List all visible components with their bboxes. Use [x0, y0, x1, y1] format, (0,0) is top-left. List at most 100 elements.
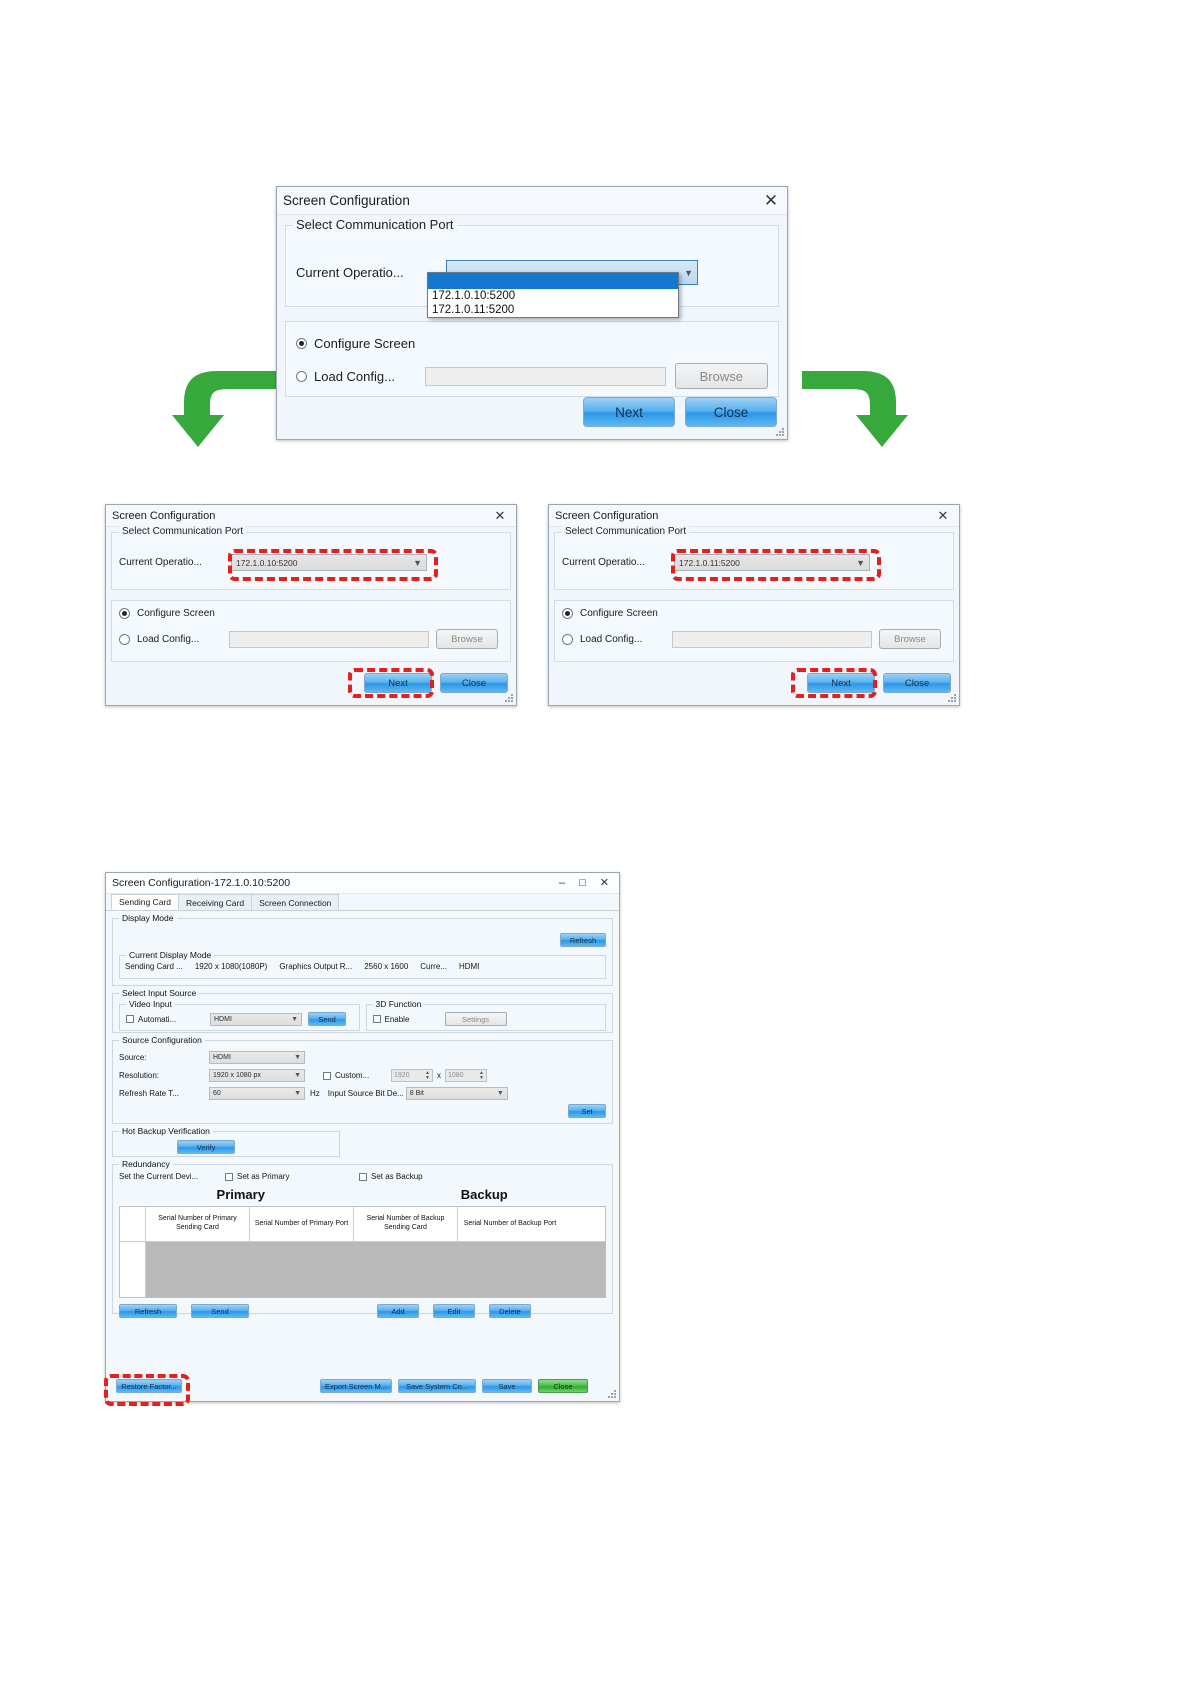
table-header-primary-sending-card: Serial Number of Primary Sending Card [146, 1207, 250, 1241]
source-value: HDMI [213, 1054, 231, 1061]
load-config-radio[interactable] [562, 633, 573, 645]
close-button[interactable]: Close [685, 397, 777, 427]
close-button[interactable]: Close [440, 673, 508, 693]
chevron-down-icon: ▼ [294, 1072, 301, 1079]
close-icon[interactable]: ✕ [599, 876, 609, 889]
load-config-path-input[interactable] [229, 630, 429, 648]
window-title: Screen Configuration-172.1.0.10:5200 [112, 877, 291, 889]
stepper-arrows-icon[interactable]: ▲▼ [479, 1069, 484, 1081]
next-button[interactable]: Next [583, 397, 675, 427]
close-button[interactable]: Close [883, 673, 951, 693]
configure-screen-label: Configure Screen [314, 336, 416, 351]
custom-height-stepper[interactable]: 1080 ▲▼ [445, 1069, 487, 1082]
set-as-backup-checkbox[interactable] [359, 1172, 367, 1181]
chevron-down-icon: ▼ [684, 267, 693, 278]
tab-sending-card[interactable]: Sending Card [111, 894, 179, 910]
close-icon[interactable]: ✕ [494, 508, 506, 523]
3d-enable-label: Enable [384, 1014, 410, 1024]
resolution-value: 1920 x 1080 px [213, 1072, 261, 1079]
export-screen-button[interactable]: Export Screen M... [320, 1379, 392, 1393]
custom-resolution-label: Custom... [335, 1071, 370, 1080]
chevron-down-icon: ▼ [413, 557, 422, 568]
save-button[interactable]: Save [482, 1379, 532, 1393]
screen-configuration-dialog-left[interactable]: Screen Configuration ✕ Select Communicat… [105, 504, 517, 706]
3d-function-group: 3D Function Enable Settings [365, 999, 606, 1031]
resize-grip[interactable] [608, 1390, 617, 1399]
current-operation-combo[interactable]: 172.1.0.10:5200 ▼ [231, 554, 427, 571]
bit-depth-combo[interactable]: 8 Bit ▼ [405, 1087, 508, 1100]
table-header-primary-port: Serial Number of Primary Port [250, 1207, 354, 1241]
set-source-config-button[interactable]: Set [568, 1104, 606, 1118]
load-config-path-input[interactable] [425, 366, 666, 386]
configure-options-group: Configure Screen Load Config... Browse [554, 600, 954, 662]
refresh-rate-combo[interactable]: 60 ▼ [209, 1087, 305, 1100]
resize-grip[interactable] [948, 694, 957, 703]
current-display-mode-legend: Current Display Mode [126, 950, 215, 960]
stepper-arrows-icon[interactable]: ▲▼ [425, 1069, 430, 1081]
video-input-combo[interactable]: HDMI ▼ [210, 1012, 302, 1026]
chevron-down-icon: ▼ [291, 1015, 298, 1023]
dialog-titlebar: Screen Configuration ✕ [277, 187, 787, 215]
chevron-down-icon: ▼ [294, 1054, 301, 1061]
close-icon[interactable]: ✕ [937, 508, 949, 523]
close-icon[interactable]: ✕ [763, 191, 779, 210]
chevron-down-icon: ▼ [496, 1090, 504, 1097]
sending-card-res-value: 1920 x 1080(1080P) [194, 962, 268, 971]
communication-port-dropdown[interactable]: 172.1.0.10:5200 172.1.0.11:5200 [427, 272, 679, 318]
select-communication-port-group: Select Communication Port Current Operat… [554, 526, 954, 590]
load-config-radio[interactable] [119, 633, 130, 645]
backup-heading: Backup [460, 1187, 508, 1202]
close-button[interactable]: Close [538, 1379, 588, 1393]
browse-button[interactable]: Browse [879, 629, 941, 649]
set-as-primary-checkbox[interactable] [225, 1172, 233, 1181]
tab-bar[interactable]: Sending Card Receiving Card Screen Conne… [106, 894, 619, 911]
select-input-source-group: Select Input Source Video Input Automati… [112, 988, 613, 1033]
dropdown-option-0[interactable] [428, 273, 678, 289]
tab-screen-connection[interactable]: Screen Connection [251, 894, 340, 910]
load-config-path-input[interactable] [672, 630, 872, 648]
configure-screen-radio[interactable] [296, 338, 307, 349]
resize-grip[interactable] [505, 694, 514, 703]
3d-function-legend: 3D Function [372, 999, 425, 1009]
bit-depth-value: 8 Bit [409, 1090, 424, 1097]
refresh-display-mode-button[interactable]: Refresh [560, 933, 606, 947]
browse-button[interactable]: Browse [436, 629, 498, 649]
delete-redundancy-button[interactable]: Delete [489, 1304, 531, 1318]
hot-backup-verification-group: Hot Backup Verification Verify [112, 1126, 340, 1157]
next-button[interactable]: Next [807, 673, 875, 693]
restore-factory-button[interactable]: Restore Factor... [116, 1379, 182, 1393]
verify-button[interactable]: Verify [177, 1140, 235, 1154]
3d-settings-button[interactable]: Settings [444, 1012, 507, 1026]
redundancy-table[interactable]: Serial Number of Primary Sending Card Se… [119, 1206, 606, 1298]
screen-configuration-dialog-right[interactable]: Screen Configuration ✕ Select Communicat… [548, 504, 960, 706]
add-redundancy-button[interactable]: Add [377, 1304, 419, 1318]
dropdown-option-1[interactable]: 172.1.0.10:5200 [432, 290, 516, 302]
configure-screen-radio[interactable] [562, 608, 573, 619]
3d-enable-checkbox[interactable] [372, 1015, 381, 1023]
current-operation-combo[interactable]: 172.1.0.11:5200 ▼ [674, 554, 870, 571]
save-system-config-button[interactable]: Save System Co... [398, 1379, 476, 1393]
send-video-input-button[interactable]: Send [308, 1012, 346, 1026]
tab-receiving-card[interactable]: Receiving Card [177, 894, 253, 910]
browse-button[interactable]: Browse [674, 363, 768, 389]
configure-screen-radio[interactable] [119, 608, 130, 619]
next-button[interactable]: Next [364, 673, 432, 693]
resolution-combo[interactable]: 1920 x 1080 px ▼ [209, 1069, 305, 1082]
source-combo[interactable]: HDMI ▼ [209, 1051, 305, 1064]
dropdown-option-2[interactable]: 172.1.0.11:5200 [432, 304, 515, 316]
screen-configuration-main-window[interactable]: Screen Configuration-172.1.0.10:5200 – □… [105, 872, 620, 1402]
minimize-icon[interactable]: – [559, 876, 566, 889]
load-config-radio[interactable] [296, 370, 307, 382]
table-header-backup-port: Serial Number of Backup Port [463, 1219, 557, 1227]
resize-grip[interactable] [776, 428, 785, 437]
send-redundancy-button[interactable]: Send [191, 1304, 249, 1318]
configure-screen-label: Configure Screen [580, 608, 658, 619]
refresh-redundancy-button[interactable]: Refresh [119, 1304, 177, 1318]
maximize-icon[interactable]: □ [579, 876, 586, 889]
refresh-rate-value: 60 [213, 1090, 221, 1097]
edit-redundancy-button[interactable]: Edit [433, 1304, 475, 1318]
custom-resolution-checkbox[interactable] [323, 1071, 331, 1080]
automatic-checkbox[interactable] [126, 1015, 134, 1023]
custom-width-stepper[interactable]: 1920 ▲▼ [391, 1069, 433, 1082]
current-display-mode-group: Current Display Mode Sending Card ... 19… [119, 950, 606, 979]
